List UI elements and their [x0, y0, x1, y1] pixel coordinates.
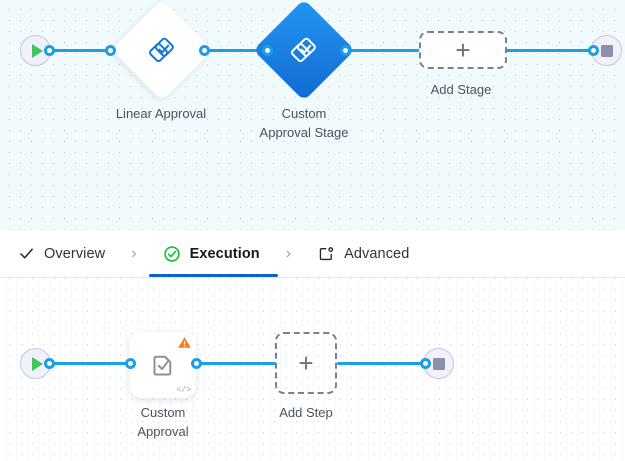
edge-start-to-linear: [42, 49, 108, 52]
edge-linear-to-custom: [202, 49, 268, 52]
add-stage-label: Add Stage: [430, 82, 492, 97]
stage-node-label-linear-approval: Linear Approval: [115, 106, 207, 121]
linear-approval-input-port[interactable]: [105, 45, 116, 56]
linear-approval-output-port[interactable]: [199, 45, 210, 56]
edge-addstep-to-end: [337, 362, 423, 365]
approval-diamond-check-icon: [148, 36, 176, 64]
plus-icon: +: [298, 348, 314, 378]
stage-flow-canvas[interactable]: Linear Approval Custom Approval Stage + …: [0, 0, 625, 230]
step-node-custom-approval[interactable]: </>: [130, 332, 196, 398]
custom-approval-input-port[interactable]: [125, 358, 136, 369]
edge-custom-to-addstage: [342, 49, 420, 52]
tab-advanced-label: Advanced: [344, 245, 410, 262]
custom-approval-output-port[interactable]: [191, 358, 202, 369]
section-tabbar: Overview › Execution › Advanced: [0, 230, 625, 277]
tab-overview[interactable]: Overview: [14, 230, 109, 277]
edge-start-to-custom-approval: [42, 362, 130, 365]
custom-approval-stage-output-port[interactable]: [340, 45, 351, 56]
stop-icon: [432, 357, 445, 370]
stage-node-linear-approval[interactable]: [111, 0, 213, 101]
stage-node-label-custom-approval-stage: Custom Approval Stage: [259, 106, 349, 140]
warning-triangle-icon: [177, 335, 192, 355]
edge-custom-approval-to-addstep: [196, 362, 276, 365]
window-gear-icon: [317, 245, 335, 263]
tab-execution-label: Execution: [189, 245, 260, 262]
tab-execution[interactable]: Execution: [148, 230, 278, 277]
plus-icon: +: [455, 35, 471, 65]
document-check-icon: [148, 350, 178, 380]
check-circle-icon: [163, 245, 181, 263]
tab-separator-1: ›: [131, 244, 137, 262]
step-node-label-custom-approval: Custom Approval: [137, 405, 189, 439]
stage-end-input-port[interactable]: [588, 45, 599, 56]
stage-start-output-port[interactable]: [44, 45, 55, 56]
play-icon: [31, 356, 43, 371]
play-icon: [31, 43, 43, 58]
stage-node-custom-approval-stage[interactable]: [253, 0, 355, 101]
tab-advanced[interactable]: Advanced: [313, 230, 413, 277]
add-step-label: Add Step: [279, 405, 333, 420]
tab-active-underline: [148, 274, 278, 277]
custom-approval-stage-input-port[interactable]: [262, 45, 273, 56]
stop-icon: [600, 44, 613, 57]
add-step-button[interactable]: +: [275, 332, 337, 394]
approval-diamond-check-icon: [290, 36, 318, 64]
add-stage-button[interactable]: +: [419, 31, 507, 69]
code-badge: </>: [176, 386, 191, 395]
step-start-output-port[interactable]: [44, 358, 55, 369]
check-icon: [18, 245, 35, 262]
tab-overview-label: Overview: [44, 245, 106, 262]
step-flow-canvas[interactable]: </> Custom Approval + Add Step: [0, 277, 625, 461]
edge-addstage-to-end: [505, 49, 591, 52]
tab-separator-2: ›: [285, 244, 292, 262]
stage-end-node[interactable]: [591, 35, 622, 66]
step-end-input-port[interactable]: [420, 358, 431, 369]
